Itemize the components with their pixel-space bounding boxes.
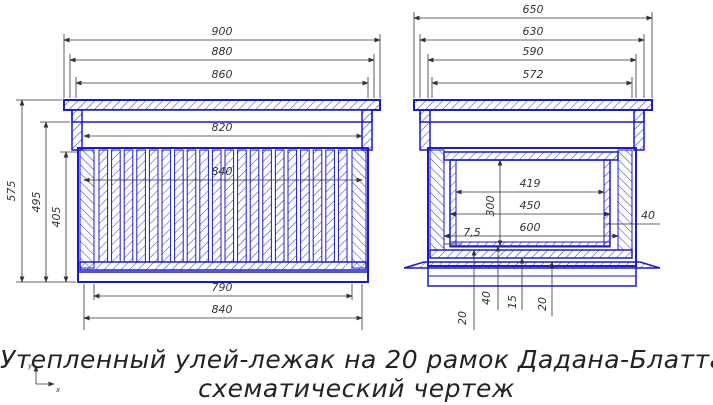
dim-600: 600 (520, 221, 541, 234)
side-lid (63, 99, 381, 111)
end-tray (403, 261, 661, 269)
axis-y-label: y (27, 362, 33, 370)
frame-3 (123, 149, 134, 263)
dim-572: 572 (523, 68, 544, 81)
dim-630: 630 (523, 25, 544, 38)
frame-18 (312, 149, 323, 263)
frame-9 (199, 149, 209, 263)
dim-419: 419 (520, 177, 541, 190)
frame-16 (287, 149, 298, 263)
frame-8 (186, 149, 197, 263)
dim-790: 790 (212, 281, 233, 294)
dim-20-right: 20 (536, 297, 549, 311)
frame-13 (249, 149, 260, 263)
dim-820: 820 (212, 121, 233, 134)
side-frames (98, 149, 348, 263)
frame-6 (161, 149, 172, 263)
side-wall-right (351, 149, 367, 269)
dim-495: 495 (30, 192, 43, 213)
end-lid (413, 99, 653, 111)
frame-7 (174, 149, 184, 263)
dim-7-5: 7,5 (463, 226, 481, 239)
dim-40-bottom: 40 (480, 291, 493, 305)
end-view: 650 630 590 572 419 450 600 300 40 7,5 2… (403, 3, 661, 330)
drawing-caption-subtitle: схематический чертеж (198, 374, 515, 403)
dim-300: 300 (484, 196, 497, 217)
end-upper-rim (419, 109, 645, 123)
dim-840-bottom: 840 (212, 303, 233, 316)
end-frame-bottom (449, 241, 611, 248)
dim-650: 650 (523, 3, 544, 16)
side-base (77, 271, 369, 283)
frame-15 (274, 149, 285, 263)
end-wall-right (617, 149, 633, 251)
dim-840-inner: 840 (212, 165, 233, 178)
side-rim-right (361, 109, 373, 151)
dim-15: 15 (506, 295, 519, 309)
dim-880: 880 (212, 45, 233, 58)
dim-900: 900 (212, 25, 233, 38)
side-rim-left (71, 109, 83, 151)
axis-marker-icon (33, 365, 55, 387)
end-bottom-board (429, 249, 633, 259)
dim-40-side: 40 (641, 209, 655, 222)
frame-17 (300, 149, 310, 263)
frame-5 (148, 149, 159, 263)
frame-19 (325, 149, 335, 263)
dim-860: 860 (212, 68, 233, 81)
dim-405: 405 (50, 207, 63, 228)
frame-12 (237, 149, 247, 263)
dim-575: 575 (5, 181, 18, 202)
end-frame-top-bar (443, 151, 619, 161)
axis-x-label: x (55, 386, 61, 394)
drawing-caption-title: Утепленный улей-лежак на 20 рамок Дадана… (0, 345, 713, 374)
dim-450: 450 (520, 199, 541, 212)
end-frame-side-left (449, 159, 457, 247)
dim-20-left: 20 (456, 311, 469, 325)
side-bottom-board (79, 261, 367, 271)
frame-20 (337, 149, 348, 263)
frame-1 (98, 149, 109, 263)
side-view: 900 880 860 820 840 790 840 575 495 405 (5, 25, 381, 330)
end-rim-right (633, 109, 645, 151)
end-wall-left (429, 149, 445, 251)
end-frame-side-right (603, 159, 611, 247)
frame-14 (262, 149, 272, 263)
frame-2 (111, 149, 121, 263)
dim-590: 590 (523, 45, 544, 58)
side-wall-left (79, 149, 95, 269)
frame-4 (136, 149, 146, 263)
end-rim-left (419, 109, 431, 151)
